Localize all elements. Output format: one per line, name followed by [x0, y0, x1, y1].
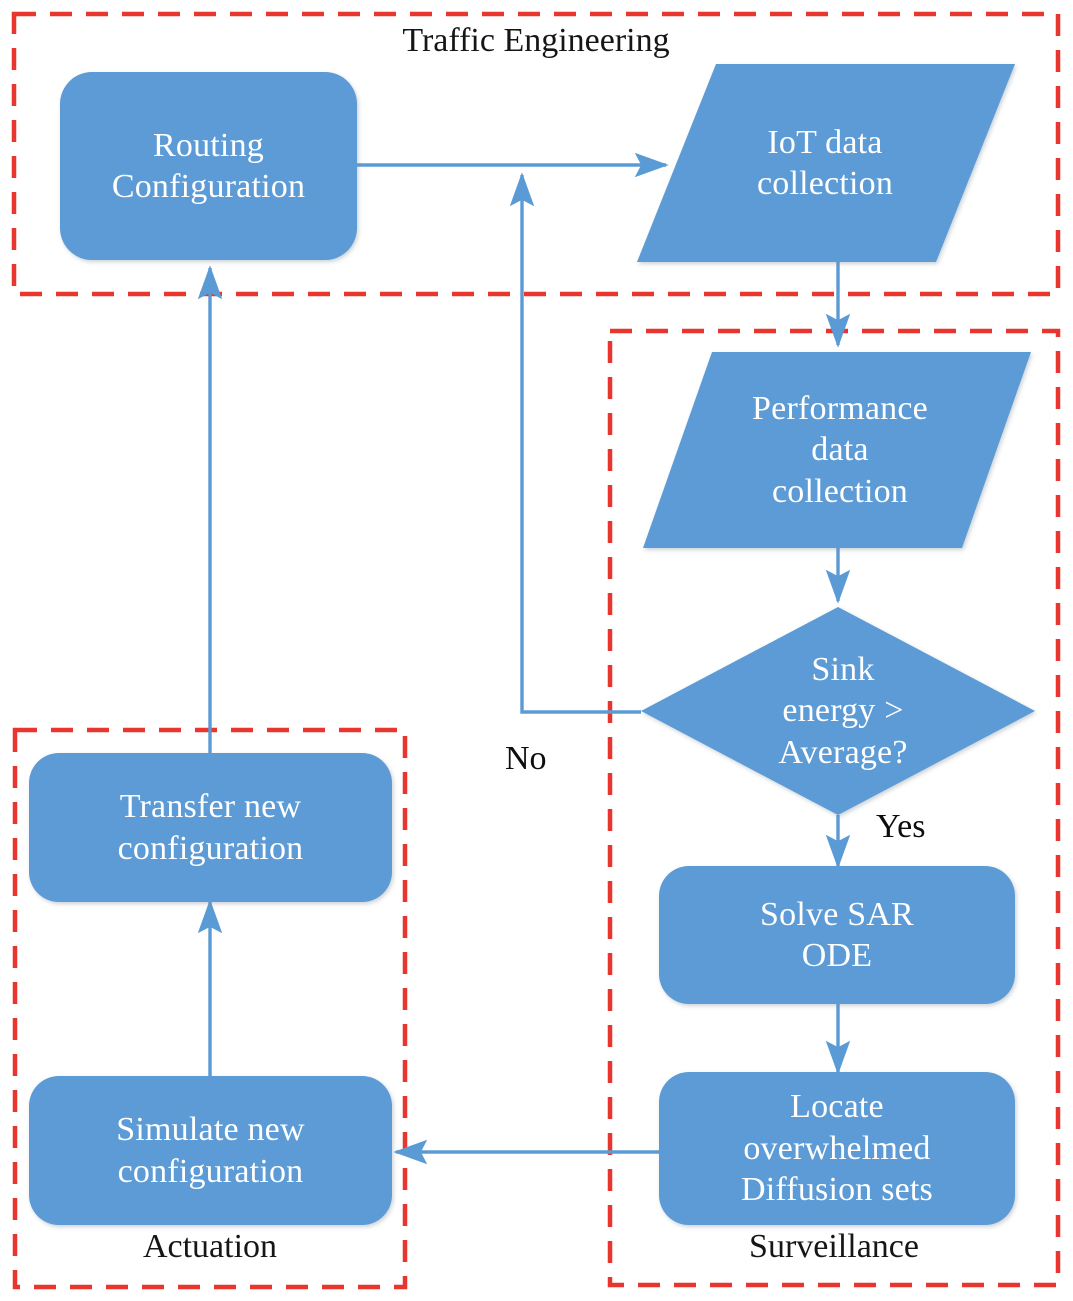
node-shape-sink-energy-decision[interactable]: [641, 607, 1035, 815]
group-caption-traffic-engineering: Traffic Engineering: [402, 22, 670, 59]
node-shape-routing-configuration[interactable]: [60, 72, 357, 260]
group-frame-traffic-engineering: [11, 11, 1061, 297]
node-shape-performance-data-collection[interactable]: [643, 352, 1031, 548]
node-shape-transfer-new-configuration[interactable]: [29, 753, 392, 902]
node-shape-iot-data-collection[interactable]: [637, 64, 1015, 262]
node-shape-locate-overwhelmed-diffusion-sets[interactable]: [659, 1072, 1015, 1225]
node-shape-solve-sar-ode[interactable]: [659, 866, 1015, 1004]
edge-label-yes: Yes: [876, 808, 926, 845]
connector-decision-no-to-iot: [509, 172, 641, 714]
edge-label-no: No: [505, 740, 547, 777]
group-caption-surveillance: Surveillance: [749, 1228, 919, 1265]
group-caption-actuation: Actuation: [142, 1228, 278, 1265]
node-shape-simulate-new-configuration[interactable]: [29, 1076, 392, 1225]
